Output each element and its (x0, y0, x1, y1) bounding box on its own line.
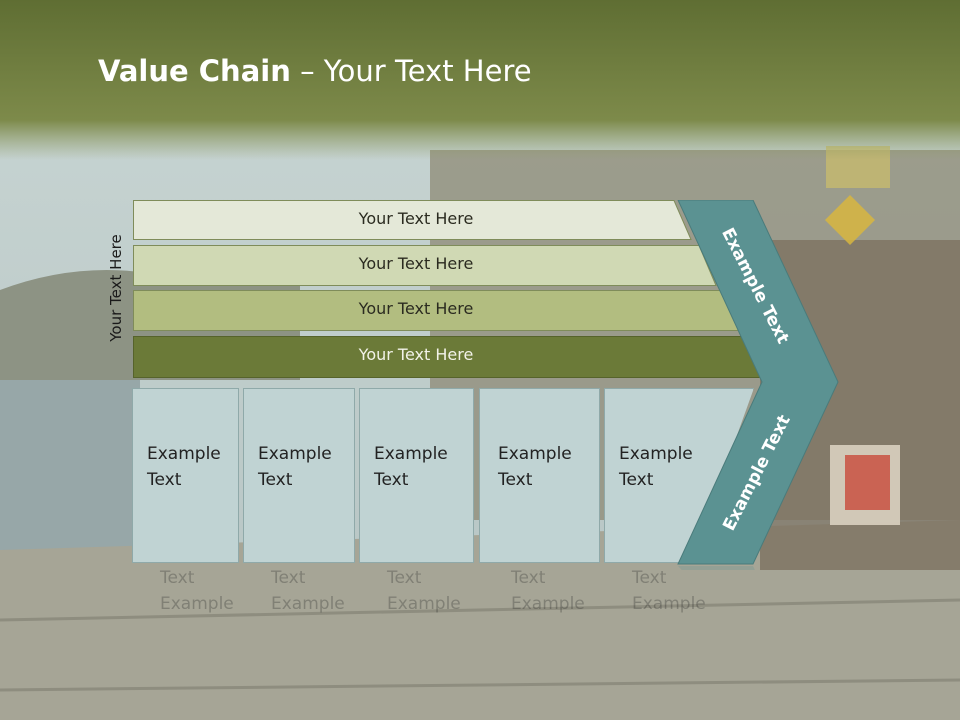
column-line1: Example (498, 444, 572, 464)
slide-title: Value Chain – Your Text Here (98, 54, 532, 88)
column-line2: Text (498, 470, 533, 490)
column-line1: Example (619, 444, 693, 464)
primary-column-2: Example Text (243, 388, 355, 563)
column-line1: Example (374, 444, 448, 464)
band-shape (133, 200, 692, 240)
primary-column-3: Example Text (359, 388, 474, 563)
band-label: Your Text Here (358, 254, 474, 273)
column-line1: Example (147, 444, 221, 464)
band-label: Your Text Here (358, 345, 474, 364)
primary-column-4: Example Text (479, 388, 600, 563)
band-label: Your Text Here (358, 299, 474, 318)
band-shape (133, 245, 717, 286)
band-label: Your Text Here (358, 209, 474, 228)
title-rest: – Your Text Here (290, 54, 532, 88)
column-line2: Text (258, 470, 293, 490)
margin-chevron (677, 200, 839, 570)
column-line1: Example (258, 444, 332, 464)
column-line2: Text (374, 470, 409, 490)
column-line2: Text (147, 470, 182, 490)
title-bold: Value Chain (98, 54, 291, 88)
primary-column-1: Example Text (132, 388, 239, 563)
column-line2: Text (619, 470, 654, 490)
vertical-label: Your Text Here (107, 234, 125, 342)
